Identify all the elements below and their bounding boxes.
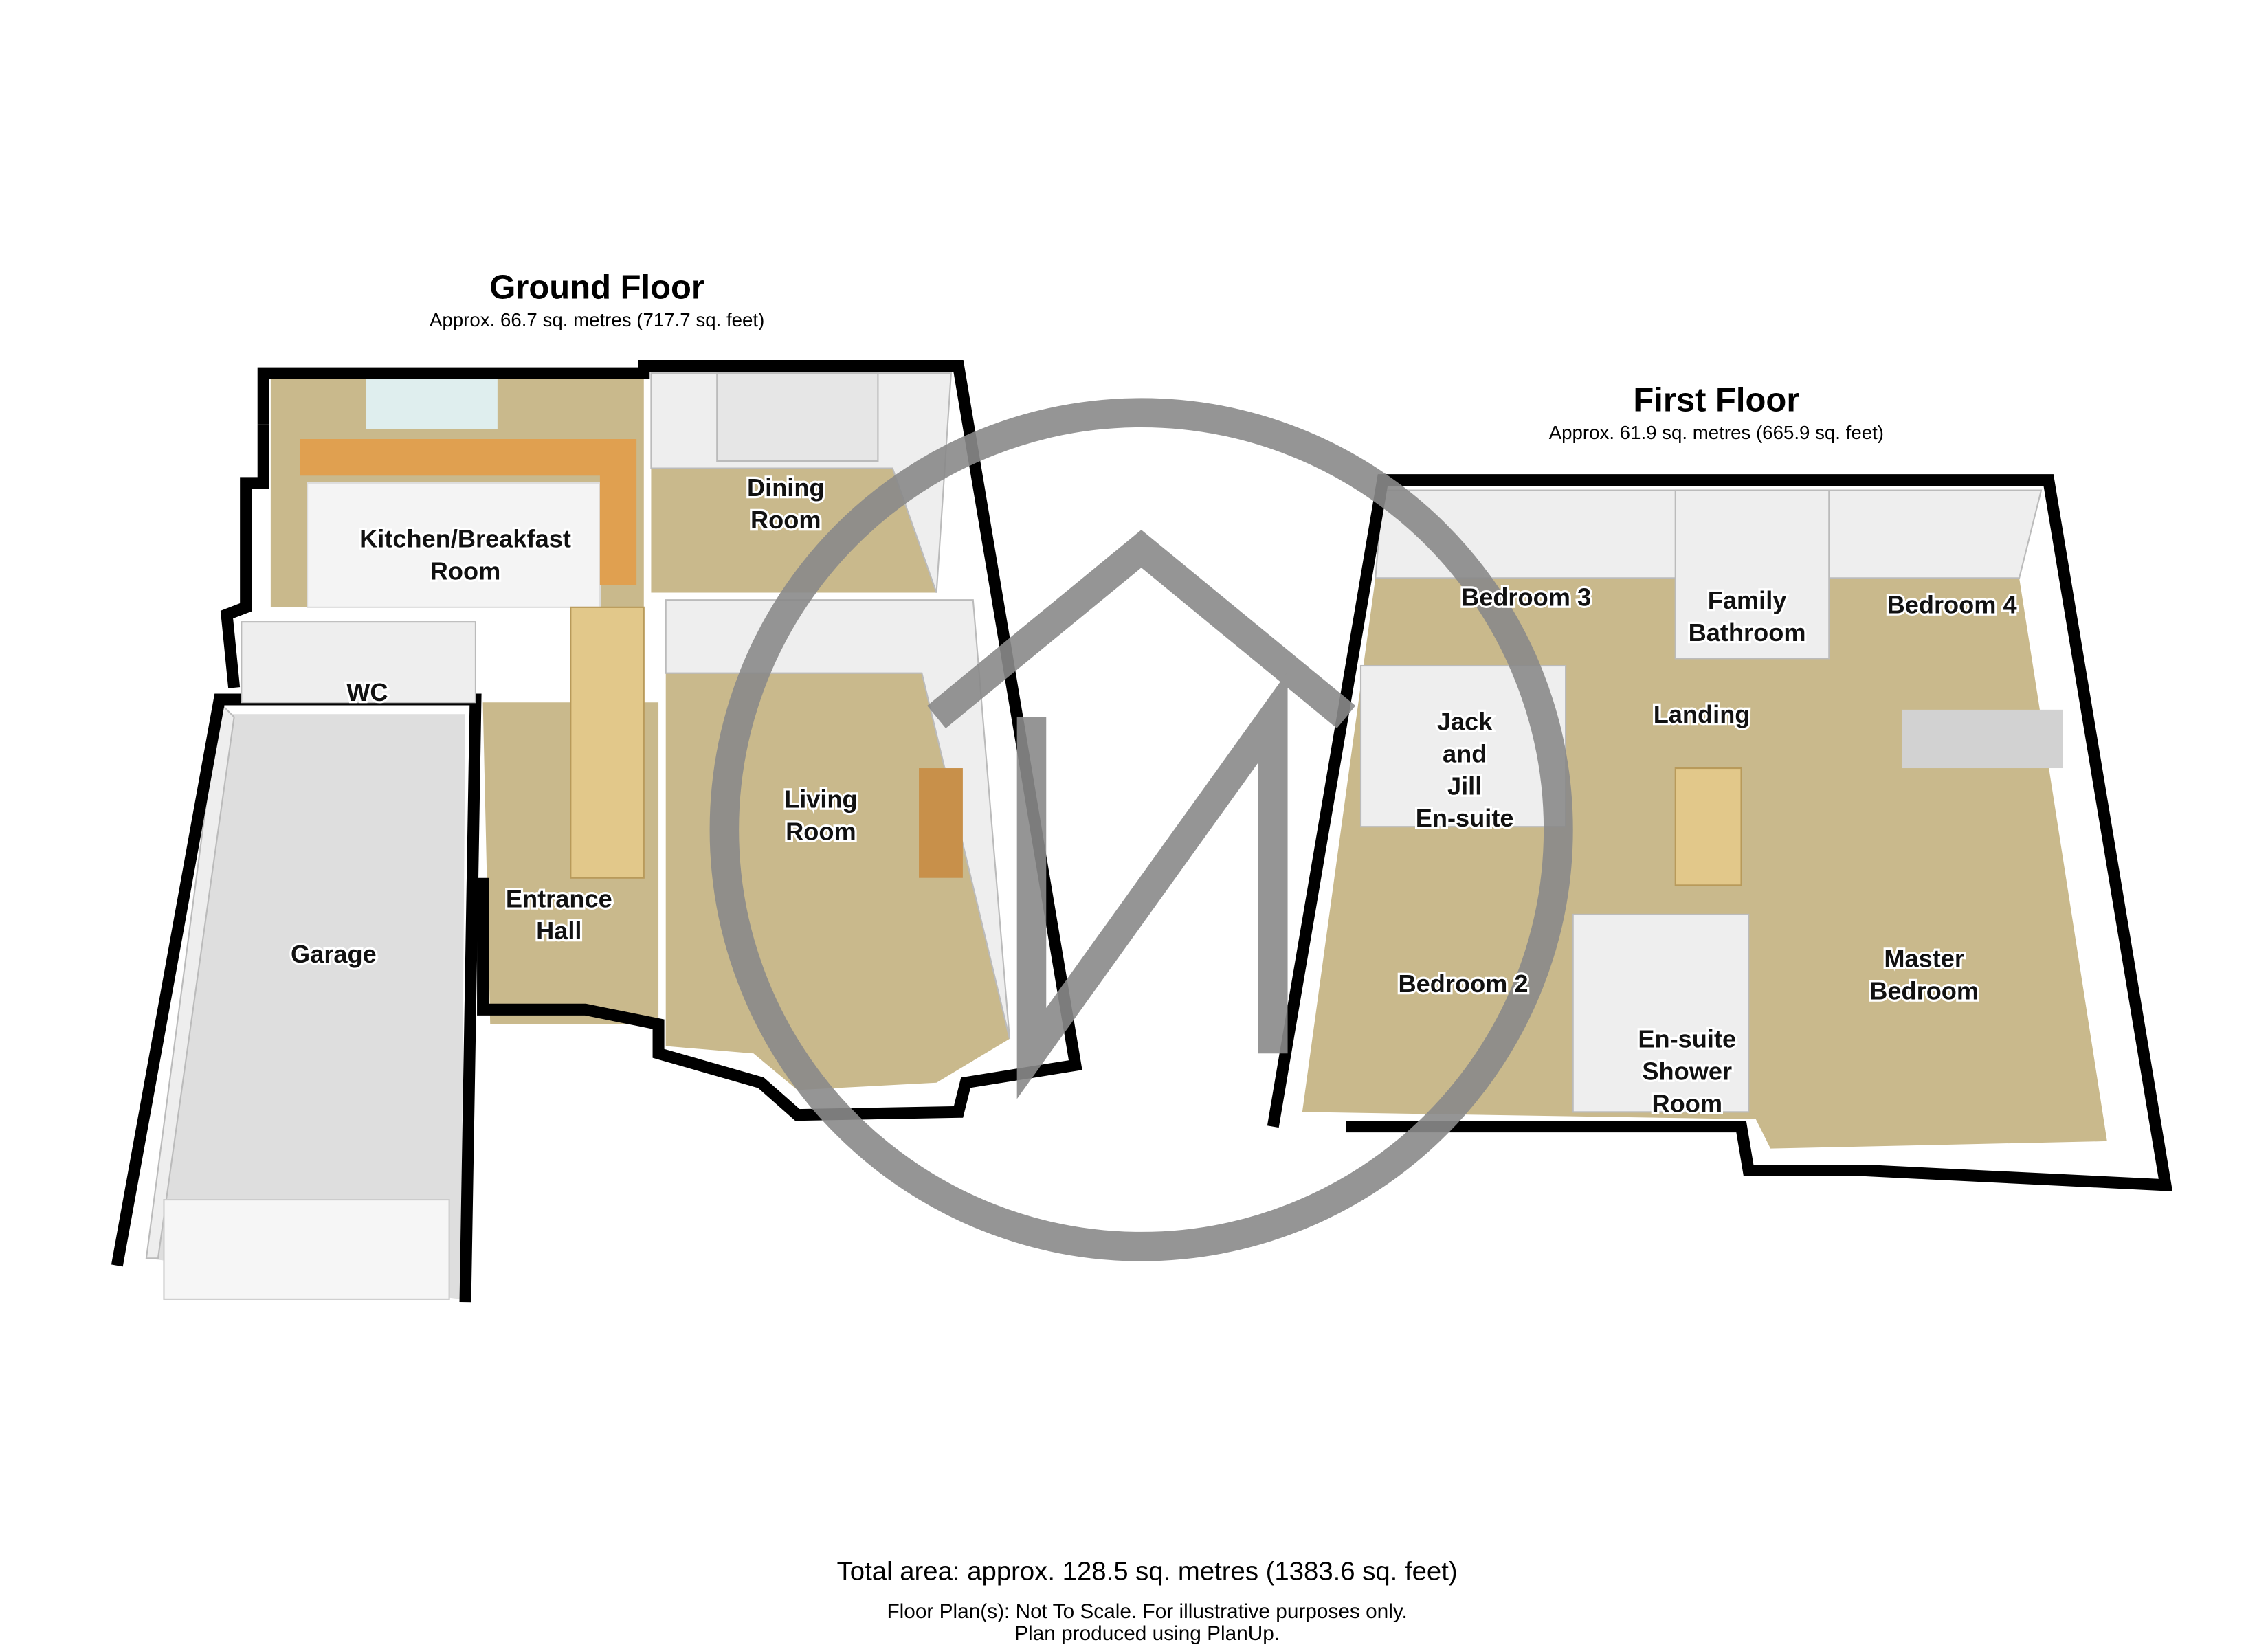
room-label-jackjill: Jill — [1447, 772, 1482, 800]
first-floor-outline — [1267, 474, 2173, 1191]
room-label-dining: Room — [751, 506, 821, 534]
room-label-bedroom3: Bedroom 3 — [1461, 583, 1591, 612]
dining-doors — [716, 372, 879, 462]
kitchen-window — [366, 377, 498, 429]
first-floor-title: First Floor — [1633, 382, 1799, 419]
garage-wall — [145, 700, 235, 1259]
ensuite-room — [1572, 913, 1750, 1113]
room-label-kitchen: Kitchen/Breakfast — [359, 525, 571, 553]
room-label-landing: Landing — [1654, 700, 1750, 728]
first-stairs — [1674, 767, 1742, 886]
room-label-master: Master — [1884, 945, 1964, 973]
room-label-jackjill: Jack — [1437, 708, 1493, 736]
room-label-living: Room — [786, 817, 856, 845]
room-label-ensuite: Room — [1652, 1089, 1723, 1117]
room-label-garage: Garage — [291, 940, 377, 968]
room-label-ensuite: En-suite — [1638, 1025, 1736, 1053]
bathroom-room — [1674, 489, 1830, 660]
ground-floor-title: Ground Floor — [489, 269, 704, 306]
ground-floor-area: Approx. 66.7 sq. metres (717.7 sq. feet) — [430, 309, 764, 330]
kitchen-outline — [220, 424, 269, 688]
room-label-dining: Dining — [747, 473, 825, 502]
room-label-bathroom: Bathroom — [1689, 618, 1806, 647]
fireplace — [919, 768, 963, 878]
watermark-logo — [709, 398, 1573, 1261]
room-label-ensuite: Shower — [1642, 1057, 1732, 1086]
room-label-master: Bedroom — [1869, 976, 1979, 1005]
garage-floor — [146, 714, 466, 1299]
ground-outline — [257, 360, 1082, 1121]
room-label-kitchen: Room — [430, 557, 501, 585]
produced-by: Plan produced using PlanUp. — [1014, 1622, 1280, 1645]
first-floor-area: Approx. 61.9 sq. metres (665.9 sq. feet) — [1549, 422, 1884, 443]
room-label-living: Living — [784, 785, 858, 814]
room-label-bedroom4: Bedroom 4 — [1887, 590, 2017, 618]
stairs — [570, 606, 645, 879]
room-label-wc: WC — [346, 678, 388, 706]
living-wall — [665, 599, 1011, 1040]
ground-floor-plan — [111, 360, 1082, 1303]
room-label-bedroom2: Bedroom 2 — [1399, 969, 1528, 998]
total-area: Total area: approx. 128.5 sq. metres (13… — [837, 1557, 1458, 1586]
wc-room — [241, 621, 476, 704]
disclaimer: Floor Plan(s): Not To Scale. For illustr… — [887, 1600, 1407, 1623]
room-label-entrance: Entrance — [506, 884, 612, 912]
room-label-jackjill: and — [1443, 740, 1487, 768]
room-label-entrance: Hall — [536, 917, 581, 945]
room-label-bathroom: Family — [1708, 586, 1787, 614]
room-label-jackjill: En-suite — [1416, 804, 1514, 832]
kitchen-counter — [300, 439, 637, 585]
wardrobe — [1902, 709, 2063, 769]
garage-door — [163, 1199, 450, 1300]
